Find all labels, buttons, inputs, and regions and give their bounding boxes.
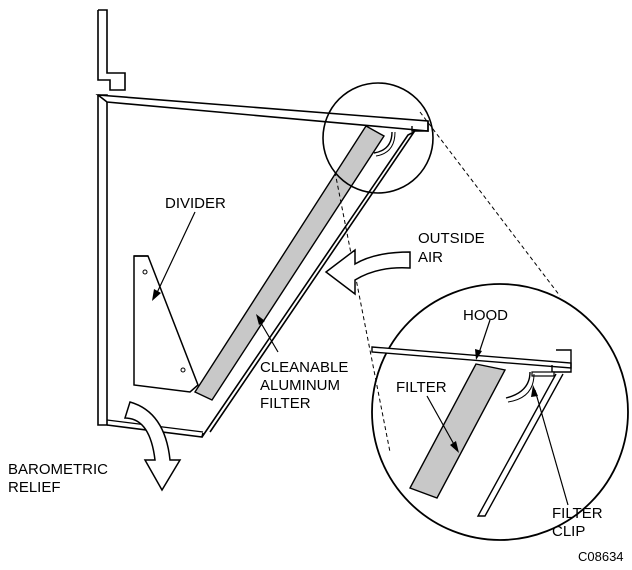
barometric-relief-arrow: [123, 401, 182, 492]
label-barometric-1: BAROMETRIC: [8, 461, 108, 478]
hood-top-panel: [95, 93, 429, 132]
label-filter: FILTER: [396, 379, 447, 396]
hood-lip: [411, 121, 429, 132]
filter-leader: [426, 395, 457, 449]
wall-stub: [97, 9, 126, 91]
divider-leader-head: [152, 289, 161, 301]
hood-leader: [477, 319, 491, 357]
filter-leader-head: [450, 441, 459, 453]
detail-filter-clip: [505, 371, 531, 399]
figure-code: C08634: [578, 549, 624, 564]
detail-circle-large: [371, 283, 629, 541]
unit-left-wall: [97, 94, 108, 426]
hood-filter-clip-inner: [375, 131, 396, 157]
detail-side-rail: [476, 373, 564, 517]
detail-hood-top: [371, 346, 572, 369]
cleanable-filter: [193, 125, 385, 401]
label-hood: HOOD: [463, 307, 508, 324]
projection-line-bottom: [334, 171, 391, 453]
label-divider: DIVIDER: [165, 195, 226, 212]
divider-rivet-bottom: [180, 367, 186, 373]
hood-filter-clip: [373, 131, 393, 154]
label-cleanable-3: FILTER: [260, 395, 311, 412]
label-barometric-2: RELIEF: [8, 479, 61, 496]
detail-clip-bar: [531, 371, 555, 377]
divider-rivet-top: [142, 269, 148, 275]
hood-bottom-right: [201, 129, 417, 438]
detail-filter-clip-inner: [507, 373, 535, 403]
filter-clip-leader: [534, 389, 569, 506]
cleanable-leader: [257, 317, 279, 353]
label-outside-air-1: OUTSIDE: [418, 230, 485, 247]
label-filter-clip-1: FILTER: [552, 505, 603, 522]
label-cleanable-2: ALUMINUM: [260, 377, 340, 394]
detail-filter: [409, 363, 507, 499]
cleanable-leader-head: [256, 314, 265, 325]
label-outside-air-2: AIR: [418, 249, 443, 266]
label-cleanable-1: CLEANABLE: [260, 359, 348, 376]
divider-panel: [133, 255, 199, 393]
hood-leader-head: [475, 349, 482, 360]
outside-air-arrow: [324, 248, 411, 296]
projection-line-top: [419, 111, 561, 297]
label-filter-clip-2: CLIP: [552, 523, 585, 540]
detail-circle-small: [322, 82, 434, 194]
filter-clip-leader-head: [531, 385, 538, 397]
divider-leader: [154, 211, 196, 298]
detail-hood-lip: [551, 349, 572, 373]
